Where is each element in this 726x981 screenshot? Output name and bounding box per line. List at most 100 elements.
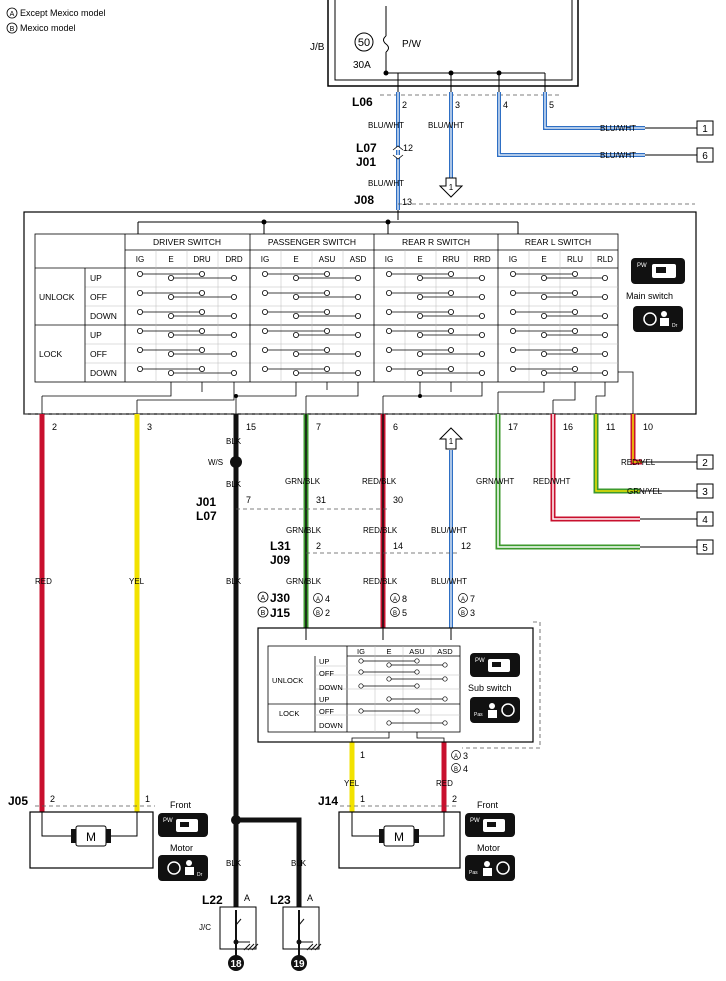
fuse-rating: 30A <box>353 60 371 71</box>
svg-text:L22: L22 <box>202 893 223 907</box>
contact-point <box>478 369 485 376</box>
contact-point <box>292 369 299 376</box>
contact-point <box>385 327 392 334</box>
group-rear-l: REAR L SWITCH <box>525 237 591 247</box>
svg-text:E: E <box>168 255 173 264</box>
svg-text:B: B <box>393 611 397 617</box>
sub-switch-contacts <box>358 658 448 726</box>
ref-arrow-up-1: 1 <box>438 427 464 450</box>
contact-point <box>416 312 423 319</box>
svg-text:3: 3 <box>702 487 708 498</box>
svg-text:6: 6 <box>702 151 708 162</box>
contact-point <box>198 308 205 315</box>
jb-label: J/B <box>310 42 325 53</box>
contact-point <box>442 720 448 726</box>
svg-text:BLK: BLK <box>291 859 307 868</box>
contact-point <box>354 350 361 357</box>
contact-point <box>541 331 548 338</box>
svg-text:RRU: RRU <box>442 255 460 264</box>
svg-text:YEL: YEL <box>344 779 360 788</box>
svg-text:31: 31 <box>316 495 326 505</box>
contact-point <box>385 365 392 372</box>
svg-text:16: 16 <box>563 422 573 432</box>
row-down: DOWN <box>90 368 117 378</box>
svg-text:PW: PW <box>475 658 485 664</box>
fuse-icon <box>383 35 389 53</box>
contact-point <box>323 365 330 372</box>
svg-text:Dr: Dr <box>197 872 203 878</box>
svg-text:E: E <box>386 647 391 656</box>
contact-point <box>541 293 548 300</box>
svg-text:L06: L06 <box>352 95 373 109</box>
motor-pw-badge: PW <box>465 813 515 837</box>
contact-point <box>478 274 485 281</box>
svg-text:J01: J01 <box>356 155 376 169</box>
contact-point <box>386 662 392 668</box>
connector-l07-j01: L07 J01 12 <box>356 141 413 169</box>
row-up: UP <box>90 273 102 283</box>
contact-point <box>541 274 548 281</box>
svg-text:IG: IG <box>261 255 269 264</box>
contact-point <box>386 696 392 702</box>
svg-text:GRN/YEL: GRN/YEL <box>627 487 663 496</box>
contact-point <box>198 346 205 353</box>
svg-text:19: 19 <box>293 959 305 970</box>
svg-text:DOWN: DOWN <box>319 683 343 692</box>
motor-pw-badge: PW <box>158 813 208 837</box>
contact-point <box>292 331 299 338</box>
svg-text:7: 7 <box>246 495 251 505</box>
svg-text:RLU: RLU <box>567 255 583 264</box>
contact-point <box>261 327 268 334</box>
svg-text:GRN/WHT: GRN/WHT <box>476 477 514 486</box>
contact-point <box>478 293 485 300</box>
svg-text:DRU: DRU <box>193 255 211 264</box>
svg-text:W/S: W/S <box>208 458 223 467</box>
svg-text:4: 4 <box>503 100 508 110</box>
svg-text:Pas: Pas <box>474 712 483 718</box>
contact-point <box>572 270 579 277</box>
contact-point <box>602 331 609 338</box>
contact-point <box>572 289 579 296</box>
svg-text:3: 3 <box>470 608 475 618</box>
svg-text:1: 1 <box>702 124 708 135</box>
passenger-seat-icon: Pas <box>465 855 515 881</box>
contact-point <box>572 308 579 315</box>
contact-point <box>354 274 361 281</box>
svg-text:RED/BLK: RED/BLK <box>362 477 397 486</box>
contact-point <box>478 331 485 338</box>
lower-wire-labels: GRN/BLK RED/BLK GRN/WHT RED/WHT GRN/YEL … <box>35 458 663 868</box>
contact-point <box>230 274 237 281</box>
svg-text:2: 2 <box>402 100 407 110</box>
wire-label: BLU/WHT <box>600 151 636 160</box>
svg-text:GRN/BLK: GRN/BLK <box>286 577 322 586</box>
svg-text:RED: RED <box>35 577 52 586</box>
svg-text:J14: J14 <box>318 794 338 808</box>
svg-text:12: 12 <box>403 143 413 153</box>
contact-point <box>509 365 516 372</box>
contact-point <box>136 365 143 372</box>
connector-j01-l07-lower: J01 L07 7 31 30 <box>196 495 403 523</box>
svg-text:BLK: BLK <box>226 577 242 586</box>
contact-point <box>414 683 420 689</box>
svg-text:1: 1 <box>449 437 454 446</box>
svg-text:RED/BLK: RED/BLK <box>363 577 398 586</box>
main-switch-pw-badge: PW <box>631 258 685 284</box>
svg-text:1: 1 <box>360 794 365 804</box>
sub-switch-pw-badge: PW <box>470 653 520 677</box>
ref-box-2: 2 <box>696 454 714 470</box>
contact-point <box>447 365 454 372</box>
contact-point <box>261 270 268 277</box>
main-columns: IG E DRU DRD IG E ASU ASD IG E RRU RRD I… <box>136 255 613 264</box>
svg-text:Front: Front <box>477 800 499 810</box>
svg-text:1: 1 <box>145 794 150 804</box>
svg-text:ASD: ASD <box>350 255 367 264</box>
ref-box-4: 4 <box>696 511 714 527</box>
contact-point <box>602 293 609 300</box>
contact-point <box>358 683 364 689</box>
svg-text:3: 3 <box>463 751 468 761</box>
main-switch: DRIVER SWITCH PASSENGER SWITCH REAR R SW… <box>23 210 697 415</box>
svg-text:7: 7 <box>470 594 475 604</box>
contact-point <box>602 350 609 357</box>
svg-text:OFF: OFF <box>319 707 334 716</box>
